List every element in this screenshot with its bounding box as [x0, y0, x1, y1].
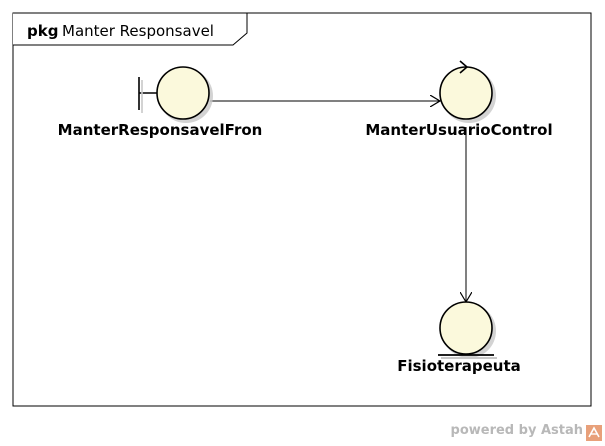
entity-label: Fisioterapeuta — [397, 357, 521, 375]
boundary-icon — [138, 66, 213, 123]
boundary-label: ManterResponsavelFron — [58, 121, 263, 139]
entity-node[interactable]: Fisioterapeuta — [397, 301, 521, 375]
control-node[interactable]: ManterUsuarioControl — [365, 60, 553, 139]
control-label: ManterUsuarioControl — [365, 121, 552, 139]
entity-icon — [438, 301, 497, 359]
control-icon — [439, 60, 496, 123]
watermark-text: powered by Astah — [450, 423, 583, 438]
package-keyword: pkg — [27, 22, 58, 40]
package-tab — [13, 12, 248, 46]
boundary-node[interactable]: ManterResponsavelFron — [58, 66, 263, 139]
package-name: Manter Responsavel — [62, 22, 214, 40]
astah-logo-icon — [586, 425, 602, 441]
package-frame[interactable]: pkg Manter Responsavel — [12, 12, 592, 407]
